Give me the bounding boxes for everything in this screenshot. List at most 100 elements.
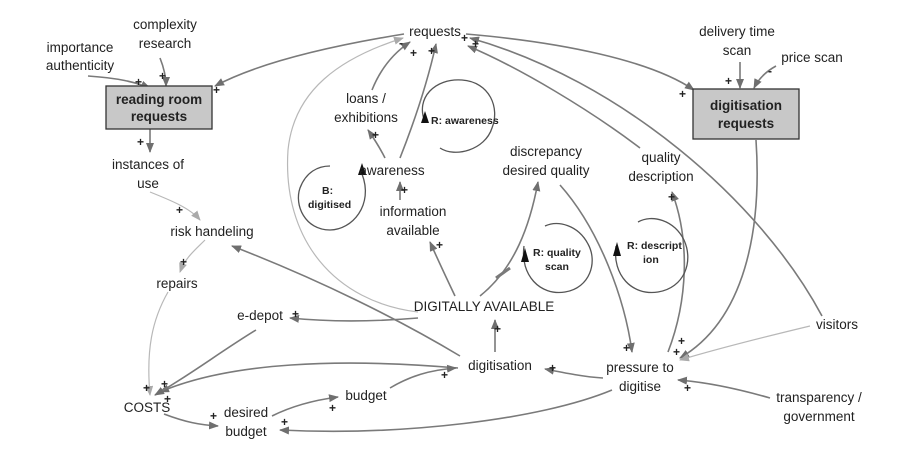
loop-quality-scan-arrow <box>521 248 529 262</box>
node-complexity-1[interactable]: complexity <box>133 17 197 32</box>
node-delivery-time-2[interactable]: scan <box>723 43 752 58</box>
link-complexity-to-reading-room <box>159 57 170 87</box>
link-instances-to-risk <box>149 191 201 221</box>
node-risk-handeling[interactable]: risk handeling <box>170 224 253 239</box>
link-repairs-to-costs <box>145 291 169 396</box>
link-transparency-to-pressure <box>677 376 771 399</box>
sign-plus: + <box>678 334 685 348</box>
node-instances-1[interactable]: instances of <box>112 157 184 172</box>
loop-description-label-1: R: descript <box>627 240 682 252</box>
links <box>87 33 823 435</box>
node-complexity-2[interactable]: research <box>139 36 192 51</box>
loop-quality-scan-label-2: scan <box>545 261 569 273</box>
sign-plus: + <box>441 368 448 382</box>
sign-plus: + <box>161 377 168 391</box>
link-digitisation-to-risk <box>231 245 461 357</box>
link-requests-to-digitisation-requests <box>465 33 695 91</box>
node-transparency-1[interactable]: transparency / <box>776 390 862 405</box>
delay-mark <box>495 266 511 280</box>
link-digitally-available-to-information <box>429 241 456 297</box>
sign-plus: + <box>410 46 417 60</box>
variables: requests importance authenticity complex… <box>46 17 862 439</box>
node-digitisation[interactable]: digitisation <box>468 358 532 373</box>
node-loans-1[interactable]: loans / <box>346 91 386 106</box>
link-digitally-available-to-edepot <box>289 314 419 323</box>
link-costs-to-desired-budget <box>163 413 219 430</box>
node-desired-budget-2[interactable]: budget <box>225 424 267 439</box>
sign-plus: + <box>428 44 435 58</box>
link-price-to-digitisation-requests <box>753 65 777 89</box>
node-requests[interactable]: requests <box>409 24 461 39</box>
node-delivery-time-1[interactable]: delivery time <box>699 24 775 39</box>
loop-description-arrow <box>613 242 621 256</box>
loop-quality-scan-label-1: R: quality <box>533 247 581 259</box>
node-importance-2[interactable]: authenticity <box>46 58 115 73</box>
node-quality-description-1[interactable]: quality <box>641 150 680 165</box>
link-digitally-available-to-discrepancy <box>479 181 541 297</box>
sign-plus: + <box>164 392 171 406</box>
link-pressure-to-quality-description <box>667 191 686 353</box>
node-desired-budget-1[interactable]: desired <box>224 405 268 420</box>
node-price-scan[interactable]: price scan <box>781 50 843 65</box>
sign-plus: + <box>180 255 187 269</box>
loop-markers: R: awareness B: digitised R: quality sca… <box>297 79 689 294</box>
loop-quality-scan-circle <box>522 222 593 294</box>
sign-plus: + <box>673 345 680 359</box>
sign-plus: + <box>549 361 556 375</box>
node-e-depot[interactable]: e-depot <box>237 308 283 323</box>
node-importance-1[interactable]: importance <box>47 40 114 55</box>
link-digitisation-to-costs <box>159 362 459 393</box>
link-discrepancy-to-pressure <box>559 184 635 353</box>
node-quality-description-2[interactable]: description <box>628 169 693 184</box>
digitisation-requests-label-2: requests <box>718 116 774 131</box>
node-digitally-available[interactable]: DIGITALLY AVAILABLE <box>414 299 555 314</box>
stock-digitisation-requests[interactable]: digitisation requests <box>692 88 800 140</box>
link-digitally-available-to-requests <box>286 36 419 313</box>
node-information-2[interactable]: available <box>386 223 439 238</box>
link-quality-description-to-requests <box>467 45 641 149</box>
sign-plus: + <box>494 322 501 336</box>
link-pressure-to-digitisation <box>544 366 604 379</box>
node-pressure-1[interactable]: pressure to <box>606 360 674 375</box>
digitisation-requests-label-1: digitisation <box>710 98 782 113</box>
node-discrepancy-2[interactable]: desired quality <box>502 163 589 178</box>
link-awareness-to-loans <box>367 129 386 159</box>
sign-plus: + <box>372 128 379 142</box>
stock-reading-room-requests[interactable]: reading room requests <box>105 85 213 130</box>
link-loans-to-requests <box>371 41 411 91</box>
node-visitors[interactable]: visitors <box>816 317 858 332</box>
sign-minus: - <box>399 36 403 50</box>
link-awareness-to-requests <box>399 43 438 159</box>
node-repairs[interactable]: repairs <box>156 276 198 291</box>
node-discrepancy-1[interactable]: discrepancy <box>510 144 582 159</box>
loop-awareness-label: R: awareness <box>431 115 499 127</box>
node-budget[interactable]: budget <box>345 388 387 403</box>
sign-plus: + <box>329 401 336 415</box>
node-transparency-2[interactable]: government <box>783 409 855 424</box>
link-visitors-to-pressure <box>679 325 811 362</box>
link-digitisation-requests-to-pressure <box>679 139 758 359</box>
node-loans-2[interactable]: exhibitions <box>334 110 398 125</box>
reading-room-requests-label-1: reading room <box>116 92 202 107</box>
node-awareness[interactable]: awareness <box>359 163 425 178</box>
link-budget-to-digitisation <box>389 364 457 389</box>
node-instances-2[interactable]: use <box>137 176 159 191</box>
sign-plus: + <box>176 203 183 217</box>
sign-minus: - <box>768 64 772 78</box>
sign-plus: + <box>684 381 691 395</box>
sign-plus: + <box>292 307 299 321</box>
loop-description-circle <box>614 217 689 294</box>
node-costs[interactable]: COSTS <box>124 400 171 415</box>
node-pressure-2[interactable]: digitise <box>619 379 661 394</box>
node-information-1[interactable]: information <box>380 204 447 219</box>
sign-plus: + <box>472 37 479 51</box>
polarity-signs: + + + + + + + + + + + + + + + + + + + + … <box>135 31 772 429</box>
loop-description-label-2: ion <box>643 254 659 266</box>
link-pressure-to-desired-budget <box>279 389 613 435</box>
sign-plus: + <box>461 31 468 45</box>
sign-plus: + <box>679 87 686 101</box>
sign-plus: + <box>135 75 142 89</box>
sign-plus: + <box>436 238 443 252</box>
link-requests-to-reading-room <box>214 33 405 87</box>
